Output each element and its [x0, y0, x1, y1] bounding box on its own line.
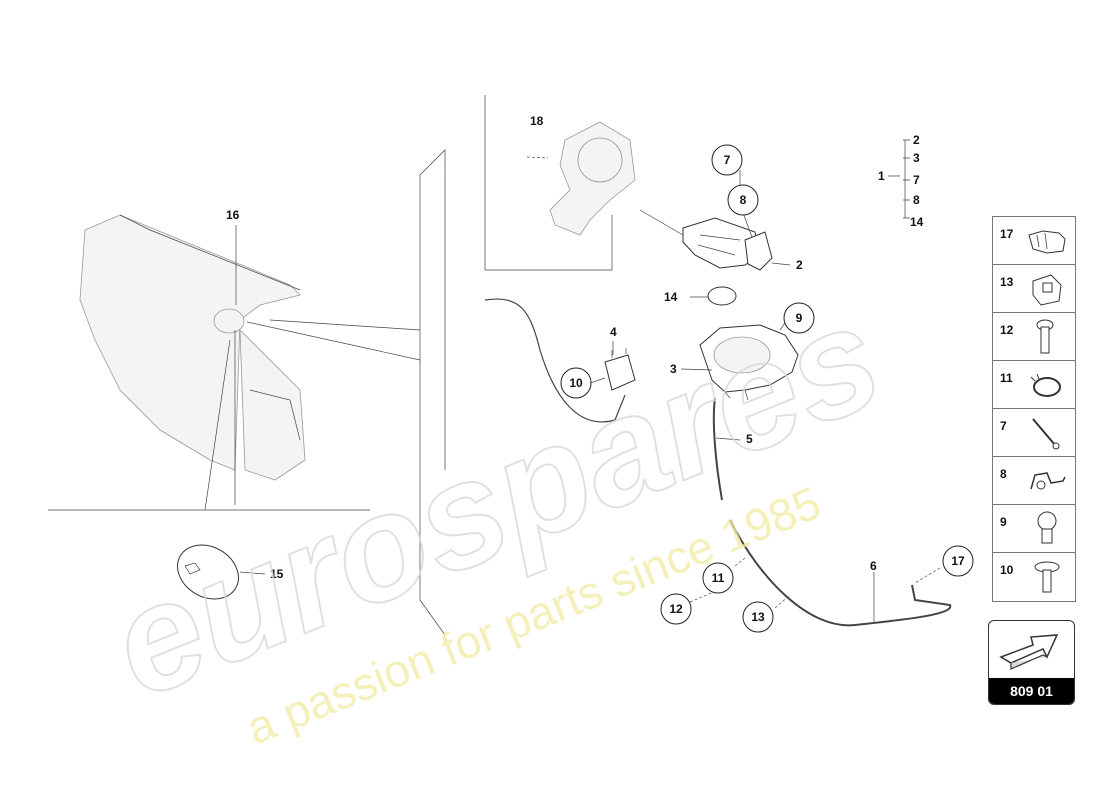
pin-icon: [1032, 418, 1060, 450]
part-5-hose: [712, 397, 723, 501]
callout-13: 13: [751, 610, 765, 624]
clip-icon: [1028, 230, 1066, 254]
callout-6: 6: [870, 559, 877, 573]
callout-bubble-13: [742, 601, 774, 633]
callout-14: 14: [664, 290, 678, 304]
callout-bubble-10: [560, 367, 592, 399]
nut-clip-icon: [1032, 274, 1062, 306]
legend-num: 12: [1000, 323, 1014, 337]
callout-10: 10: [569, 376, 583, 390]
part-18-housing: [484, 95, 636, 271]
bolt-icon: [1037, 511, 1057, 544]
callout-12: 12: [669, 602, 683, 616]
fuel-door-assembly: [682, 217, 773, 271]
legend-num: 7: [1000, 419, 1007, 433]
callout-11: 11: [712, 571, 725, 585]
screw-icon: [1036, 319, 1054, 354]
hose-clamp-icon: [1030, 373, 1061, 397]
part-14-cap: [707, 286, 737, 306]
page-reference[interactable]: 809 01: [988, 620, 1075, 705]
callout-8: 8: [740, 193, 747, 207]
part-6-pipe: [729, 519, 952, 627]
callout-1-sub-7: 7: [913, 173, 920, 187]
callout-bubble-7: [711, 144, 743, 176]
legend-num: 8: [1000, 467, 1007, 481]
callout-4: 4: [610, 325, 617, 339]
car-body-section: [48, 149, 446, 636]
callout-bubble-9: [783, 302, 815, 334]
callout-7: 7: [724, 153, 731, 167]
callout-1-sub-14: 14: [910, 215, 924, 229]
callout-17: 17: [951, 554, 965, 568]
callout-1-sub-2: 2: [913, 133, 920, 147]
arrow-icon: [999, 634, 1059, 670]
callout-15: 15: [270, 567, 284, 581]
part-15-flap: [177, 544, 239, 600]
legend-num: 13: [1000, 275, 1014, 289]
callout-16: 16: [226, 208, 240, 222]
legend-item-8[interactable]: 8: [993, 457, 1075, 505]
callout-1: 1: [878, 169, 885, 183]
legend-item-12[interactable]: 12: [993, 313, 1075, 361]
legend-num: 17: [1000, 227, 1014, 241]
legend-item-17[interactable]: 17: [993, 217, 1075, 265]
part-4-actuator: [604, 348, 636, 391]
legend-item-11[interactable]: 11: [993, 361, 1075, 409]
part-3-filler-housing: [699, 324, 799, 401]
legend-num: 10: [1000, 563, 1014, 577]
legend-item-7[interactable]: 7: [993, 409, 1075, 457]
release-cable: [484, 298, 626, 423]
parts-legend: 17 13 12 11 7 8 9 10: [992, 216, 1076, 602]
callout-2: 2: [796, 258, 803, 272]
callout-bubble-12: [660, 593, 692, 625]
callout-bubble-8: [727, 184, 759, 216]
legend-num: 11: [1000, 371, 1013, 385]
callout-1-sub-3: 3: [913, 151, 920, 165]
legend-item-13[interactable]: 13: [993, 265, 1075, 313]
legend-item-10[interactable]: 10: [993, 553, 1075, 601]
callout-5: 5: [746, 432, 753, 446]
callout-18: 18: [530, 114, 544, 128]
page-code: 809 01: [989, 678, 1074, 704]
legend-item-9[interactable]: 9: [993, 505, 1075, 553]
bracket-icon: [1030, 472, 1066, 490]
leader-lines: [235, 139, 941, 622]
callout-3: 3: [670, 362, 677, 376]
rivet-icon: [1034, 561, 1060, 593]
legend-num: 9: [1000, 515, 1007, 529]
callout-9: 9: [796, 311, 803, 325]
callout-bubble-11: [702, 562, 734, 594]
callout-1-sub-8: 8: [913, 193, 920, 207]
callout-bubble-17: [942, 545, 974, 577]
